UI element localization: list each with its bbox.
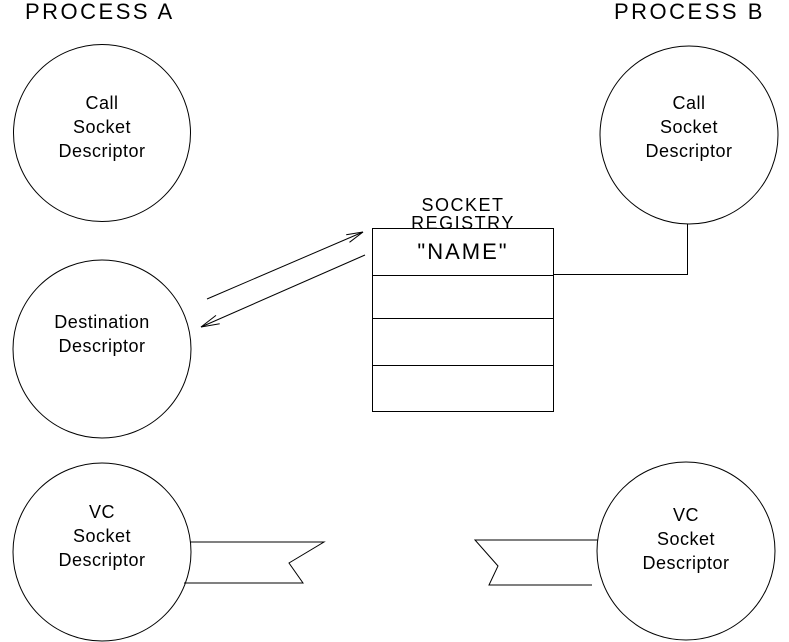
- registry-name-cell: "NAME": [417, 239, 509, 264]
- label-line: Descriptor: [642, 553, 730, 573]
- arrow-up-shaft: [206, 231, 364, 300]
- label-line: Destination: [54, 312, 150, 332]
- vc-b-ribbon: [473, 539, 598, 586]
- arrow-destination-to-registry: [206, 231, 364, 300]
- label-line: VC: [88, 502, 115, 522]
- label-line: Descriptor: [58, 550, 146, 570]
- vc-socket-descriptor-a-label: VC Socket Descriptor: [12, 500, 192, 572]
- arrow-down-barb-2: [200, 315, 217, 328]
- process-a-title: PROCESS A: [25, 0, 175, 24]
- process-b-title: PROCESS B: [614, 0, 765, 24]
- label-line: VC: [672, 505, 699, 525]
- call-socket-descriptor-b-circle: [599, 45, 779, 225]
- label-line: Socket: [72, 117, 132, 137]
- vc-socket-descriptor-b-label: VC Socket Descriptor: [596, 503, 776, 575]
- label-line: Descriptor: [58, 336, 146, 356]
- vc-socket-descriptor-a-circle: [12, 462, 192, 642]
- destination-descriptor-circle: [12, 259, 192, 439]
- socket-registry-title: SOCKET REGISTRY: [411, 195, 515, 233]
- label-line: Call: [85, 93, 119, 113]
- arrow-up-barb-1: [346, 231, 364, 236]
- label-line: Descriptor: [58, 141, 146, 161]
- arrow-down-shaft: [200, 254, 366, 328]
- callb-to-registry-connector: [553, 224, 688, 275]
- arrow-up-barb-2: [349, 231, 364, 243]
- arrow-down-barb-1: [200, 323, 220, 328]
- call-socket-descriptor-a-circle: [13, 44, 191, 222]
- socket-registry-table: [372, 228, 554, 412]
- call-socket-descriptor-a-label: Call Socket Descriptor: [12, 91, 192, 163]
- label-line: Socket: [656, 529, 716, 549]
- vc-socket-descriptor-b-circle: [596, 461, 776, 641]
- vc-a-ribbon: [184, 541, 326, 584]
- label-line: Call: [672, 93, 706, 113]
- arrow-registry-to-destination: [200, 254, 366, 328]
- label-line: Socket: [659, 117, 719, 137]
- label-line: Descriptor: [645, 141, 733, 161]
- call-socket-descriptor-b-label: Call Socket Descriptor: [599, 91, 779, 163]
- label-line: Socket: [72, 526, 132, 546]
- registry-table-border: [372, 228, 554, 412]
- destination-descriptor-label: Destination Descriptor: [12, 310, 192, 358]
